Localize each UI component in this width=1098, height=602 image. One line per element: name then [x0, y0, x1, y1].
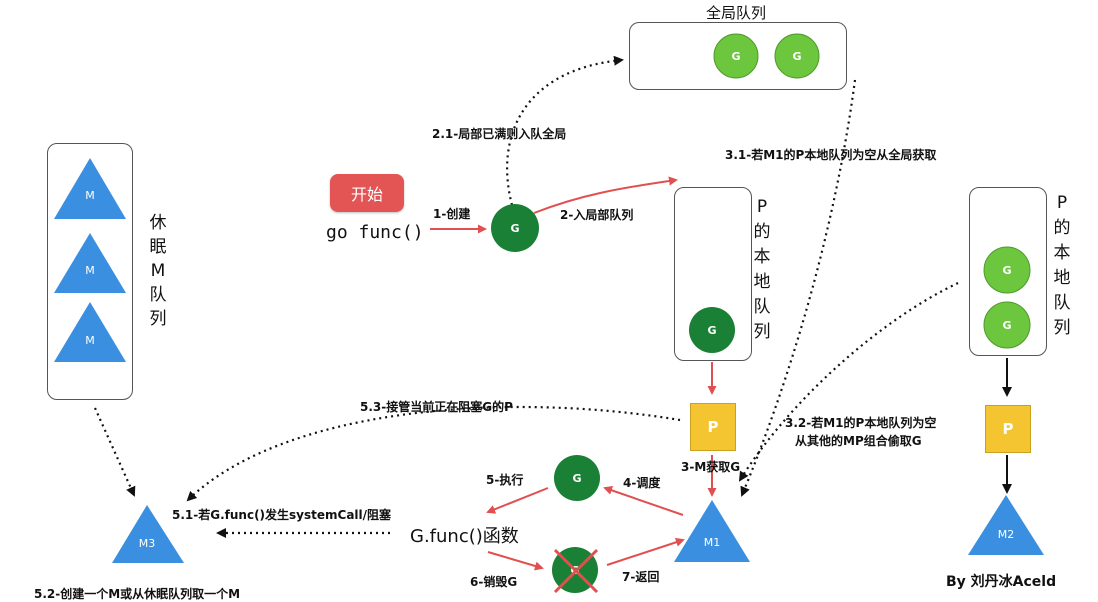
new-g-label: G	[510, 222, 519, 235]
p2-local-g-label: G	[1002, 319, 1011, 332]
p2-title-char: 队	[1053, 293, 1071, 313]
arrow-sleep-to-m3	[93, 407, 136, 497]
arrow-4-schedule	[603, 486, 684, 516]
step-2-1-label: 2.1-局部已满则入队全局	[432, 127, 567, 141]
exec-g-circle: G	[554, 455, 600, 501]
step-4-label: 4-调度	[623, 476, 661, 490]
p2-local-g-circle: G	[983, 246, 1031, 294]
p1-title-char: 地	[753, 272, 771, 292]
step-1-label: 1-创建	[433, 207, 471, 221]
m1-triangle: M1	[674, 500, 750, 562]
arrow-2-1-to-global	[505, 55, 624, 206]
sleep-m-triangle: M	[54, 158, 126, 219]
g-func-label: G.func()函数	[410, 526, 519, 547]
sleep-m-label: M	[85, 334, 95, 347]
p1-processor: P	[690, 403, 736, 451]
arrow-3-2-steal	[738, 282, 959, 482]
global-g-label: G	[731, 50, 740, 63]
start-button: 开始	[330, 174, 404, 212]
p1-title-char: 列	[753, 322, 771, 342]
sleep-m-triangle: M	[54, 233, 126, 293]
sleep-title-char: 列	[149, 309, 167, 329]
p2-local-g-circle: G	[983, 301, 1031, 349]
step-5-3-label: 5.3-接管当前正在阻塞G的P	[360, 400, 513, 414]
p2-processor: P	[985, 405, 1031, 453]
p1-title-char: 的	[753, 222, 771, 242]
p2-local-g-label: G	[1002, 264, 1011, 277]
new-g-circle: G	[491, 204, 539, 252]
p2-title-char: 本	[1053, 243, 1071, 263]
p2-title-char: 地	[1053, 268, 1071, 288]
global-queue-title: 全局队列	[706, 4, 767, 22]
go-func-label: go func()	[326, 222, 424, 243]
sleep-title-char: 队	[149, 285, 167, 305]
step-2-label: 2-入局部队列	[560, 208, 634, 222]
sleep-title-char: M	[150, 261, 166, 281]
arrow-7-return	[606, 537, 685, 566]
p1-title-char: 队	[753, 297, 771, 317]
m2-label: M2	[998, 528, 1015, 541]
arrow-2-to-local	[533, 176, 678, 214]
step-3-1-label: 3.1-若M1的P本地队列为空从全局获取	[725, 148, 937, 162]
m3-triangle: M3	[112, 505, 184, 563]
step-5-label: 5-执行	[486, 473, 524, 487]
p1-title-char: 本	[753, 247, 771, 267]
step-5-1-label: 5.1-若G.func()发生systemCall/阻塞	[172, 508, 392, 522]
arrow-5-execute	[486, 487, 549, 514]
p1-title-char: P	[756, 197, 768, 217]
sleep-m-triangle: M	[54, 302, 126, 362]
arrow-6-destroy	[487, 551, 544, 571]
destroyed-g-circle: G	[552, 547, 599, 594]
p2-title-char: P	[1056, 193, 1068, 213]
step-5-2-label: 5.2-创建一个M或从休眠队列取一个M	[34, 587, 241, 601]
arrow-3-1-global-to-m1	[740, 79, 857, 497]
step-3-2-label-line2: 从其他的MP组合偷取G	[795, 434, 922, 448]
m3-label: M3	[139, 537, 156, 550]
step-3-label: 3-M获取G	[681, 460, 741, 474]
step-7-label: 7-返回	[622, 570, 660, 584]
p2-title-char: 列	[1053, 318, 1071, 338]
p2-title-char: 的	[1053, 218, 1071, 238]
global-g-circle: G	[713, 33, 759, 79]
exec-g-label: G	[572, 472, 581, 485]
author-byline: By 刘丹冰Aceld	[946, 574, 1057, 590]
sleep-m-label: M	[85, 189, 95, 202]
m1-label: M1	[704, 536, 721, 549]
m2-triangle: M2	[968, 495, 1044, 555]
step-6-label: 6-销毁G	[470, 575, 518, 589]
sleep-title-char: 休	[149, 213, 167, 233]
arrow-5-3-take-p	[186, 405, 681, 502]
sleep-m-label: M	[85, 264, 95, 277]
step-3-2-label-line1: 3.2-若M1的P本地队列为空	[785, 416, 937, 430]
sleep-title-char: 眠	[149, 237, 167, 257]
p1-local-g-label: G	[707, 324, 716, 337]
global-g-label: G	[792, 50, 801, 63]
p1-local-g-circle: G	[689, 307, 735, 353]
global-g-circle: G	[774, 33, 820, 79]
